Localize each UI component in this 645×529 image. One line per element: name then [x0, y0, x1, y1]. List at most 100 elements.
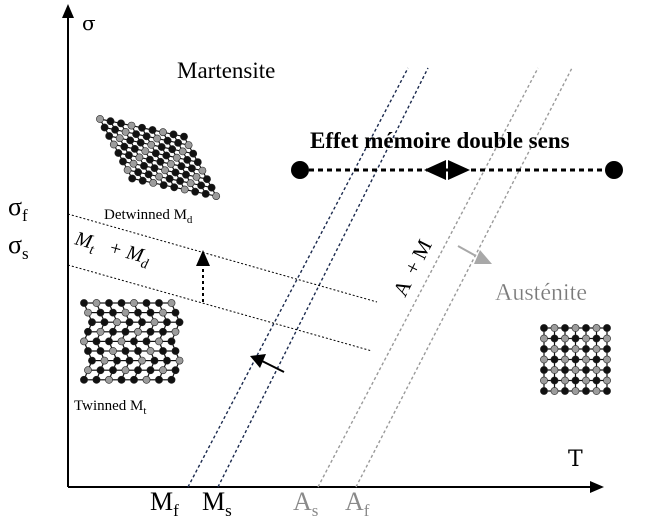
lattice-atom — [163, 136, 172, 145]
lattice-atom — [121, 347, 130, 355]
lattice-atom — [120, 142, 129, 151]
lattice-atom — [191, 187, 200, 196]
lattice-atom — [146, 366, 155, 375]
detwinned-label: Detwinned Md — [104, 207, 193, 226]
lattice-atom — [141, 147, 150, 155]
lattice-atom — [146, 347, 155, 355]
y-tick-base: σ — [8, 192, 22, 221]
cooling-arrow — [261, 360, 285, 373]
lattice-atom — [603, 355, 611, 364]
lattice-atom — [138, 176, 147, 185]
x-tick-base: A — [293, 487, 312, 516]
lattice-atom — [121, 327, 130, 336]
lattice-atom — [113, 356, 121, 365]
lattice-atom — [155, 375, 163, 384]
double-effect-right-dot — [605, 161, 623, 179]
lattice-atom — [123, 166, 132, 174]
y-tick-sub: f — [22, 206, 28, 225]
lattice-atom — [592, 355, 601, 364]
lattice-atom — [571, 334, 580, 343]
lattice-atom — [119, 157, 127, 166]
lattice-atom — [105, 375, 113, 384]
lattice-atom — [176, 177, 184, 185]
lattice-atom — [186, 179, 195, 188]
sigma-f-line — [67, 213, 378, 303]
lattice-atom — [100, 123, 109, 132]
lattice-atom — [171, 366, 180, 375]
y-tick-sigma-s: σs — [8, 230, 29, 263]
lattice-atom — [163, 318, 171, 327]
lattice-atom — [92, 337, 101, 346]
lattice-atom — [134, 327, 142, 336]
lattice-atom — [175, 356, 184, 365]
lattice-atom — [114, 149, 123, 157]
cooling-arrowhead — [250, 354, 266, 368]
lattice-atom — [540, 355, 548, 364]
mf-line — [187, 67, 409, 488]
lattice-atom — [550, 334, 559, 343]
lattice-atom — [550, 387, 559, 395]
lattice-atom — [142, 337, 151, 346]
x-tick-sub: f — [364, 501, 370, 520]
double-effect-annotation: Effet mémoire double sens — [291, 128, 623, 180]
lattice-atom — [109, 366, 117, 375]
lattice-atom — [157, 143, 166, 151]
svg-text:σs: σs — [8, 230, 29, 263]
double-effect-left-dot — [291, 161, 309, 179]
lattice-atom — [592, 387, 601, 395]
lattice-atom — [571, 366, 580, 374]
lattice-atom — [100, 318, 109, 327]
lattice-atom — [582, 387, 590, 395]
lattice-atom — [159, 308, 167, 317]
x-tick-base: A — [345, 487, 364, 516]
lattice-atom — [180, 132, 188, 141]
lattice-atom — [113, 318, 121, 327]
sigma-s-line — [67, 264, 373, 352]
martensite-label: Martensite — [177, 58, 275, 83]
mt-md-label: Mt+ Md — [71, 227, 154, 272]
lattice-atom — [105, 299, 113, 307]
lattice-atom — [550, 345, 559, 353]
lattice-atom — [155, 172, 163, 181]
x-tick-base: M — [202, 487, 225, 516]
lattice-atom — [159, 128, 167, 137]
lattice-atom — [84, 366, 92, 375]
x-tick-as: As — [293, 487, 318, 520]
lattice-atom — [84, 308, 92, 317]
lattice-atom — [80, 299, 88, 307]
lattice-atom — [167, 299, 176, 307]
lattice-atom — [582, 334, 590, 343]
lattice-atom — [109, 347, 117, 355]
lattice-atom — [178, 147, 187, 156]
y-tick-sigma-f: σf — [8, 192, 28, 225]
lattice-atom — [561, 355, 569, 364]
lattice-atom — [117, 119, 125, 128]
x-axis-arrowhead — [590, 481, 604, 493]
lattice-atom — [603, 366, 611, 374]
lattice-atom — [169, 130, 178, 139]
lattice-atom — [203, 175, 211, 183]
y-tick-base: σ — [8, 230, 22, 259]
lattice-atom — [198, 166, 207, 175]
lattice-atom — [155, 337, 163, 346]
lattice-atom — [592, 366, 601, 374]
lattice-atom — [117, 299, 126, 307]
lattice-atom — [171, 308, 180, 317]
lattice-atom — [550, 355, 559, 364]
lattice-atom — [138, 356, 146, 365]
heating-arrow — [457, 245, 477, 257]
x-tick-sub: s — [225, 501, 232, 520]
lattice-atom — [153, 134, 161, 143]
svg-text:Mf: Mf — [150, 487, 179, 520]
lattice-atom — [147, 140, 156, 149]
lattice-atom — [192, 172, 201, 181]
lattice-atom — [168, 145, 177, 154]
lattice-atom — [159, 181, 168, 189]
lattice-atom — [109, 327, 117, 336]
lattice-atom — [177, 162, 186, 171]
lattice-atom — [121, 127, 130, 136]
lattice-atom — [561, 376, 569, 385]
lattice-atom — [142, 132, 151, 141]
lattice-atom — [130, 375, 138, 384]
